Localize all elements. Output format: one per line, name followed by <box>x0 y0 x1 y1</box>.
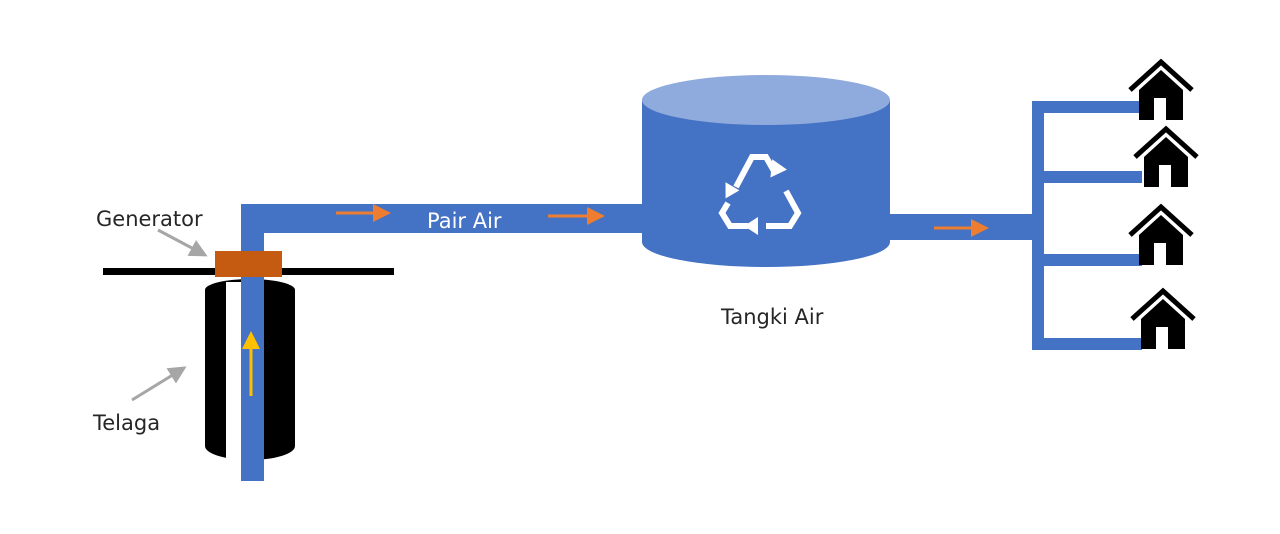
pipe-label: Pair Air <box>427 209 502 233</box>
house-icon <box>1128 58 1194 120</box>
generator <box>215 251 282 277</box>
well-label: Telaga <box>92 411 160 435</box>
water-tank <box>642 75 890 267</box>
generator-pointer-arrow <box>157 228 208 257</box>
tank-label: Tangki Air <box>720 305 824 329</box>
house-icon <box>1130 287 1196 349</box>
generator-label: Generator <box>96 207 203 231</box>
well-pointer-arrow <box>131 366 187 402</box>
main-pipe <box>241 204 646 481</box>
house-icon <box>1128 203 1194 265</box>
recycle-icon <box>718 154 802 235</box>
house-icon <box>1133 125 1199 187</box>
distribution-pipes <box>886 101 1142 350</box>
